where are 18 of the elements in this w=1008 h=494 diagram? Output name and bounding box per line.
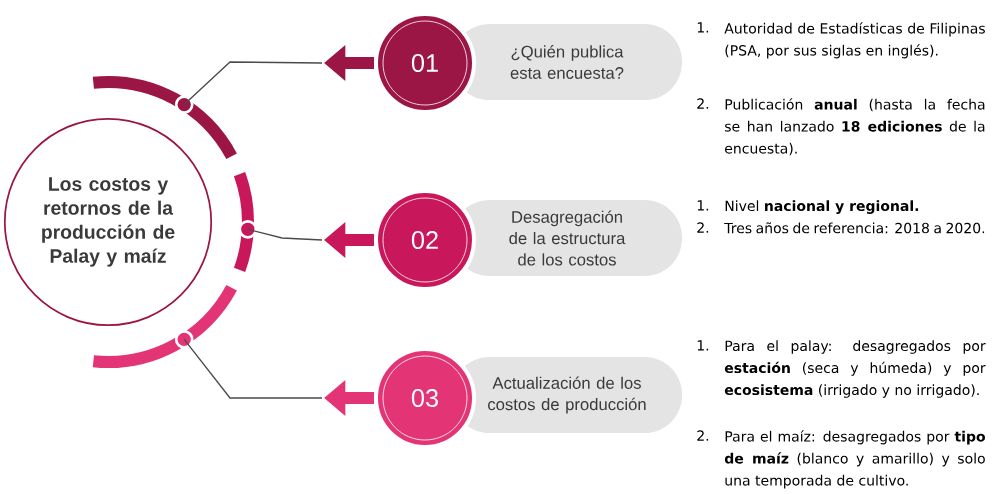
pill-box: Actualización de los costos de producción xyxy=(452,357,682,433)
pill-box: ¿Quién publica esta encuesta? xyxy=(452,24,682,100)
list-number: 1. xyxy=(697,22,709,33)
list-number: 2. xyxy=(697,430,709,441)
connector-line xyxy=(183,61,323,106)
list-item: Nivel nacional y regional. xyxy=(725,200,919,214)
list-number: 1. xyxy=(697,200,709,211)
list-number: 2. xyxy=(697,222,709,233)
list-number: 2. xyxy=(697,98,709,109)
list-item: Publicación anual (hasta la fecha se han lanzado 18 ediciones de la encuesta). xyxy=(725,98,985,156)
connector-line xyxy=(247,228,323,241)
connector-line xyxy=(183,338,323,399)
list-item: Para el palay: desagregados por estación (seca y húmeda) y por ecosistema (irrigado y no irrigado). xyxy=(724,340,986,398)
list-item: Para el maíz: desagregados por tipo de maíz (blanco y amarillo) y solo una temporada de cultivo. xyxy=(724,430,985,489)
list-item: Tres años de referencia: 2018 a 2020. xyxy=(724,222,985,234)
list-number: 1. xyxy=(697,340,709,351)
list-item: Autoridad de Estadísticas de Filipinas (PSA, por sus siglas en inglés). xyxy=(724,22,985,59)
pill-box: Desagregación de la estructura de los costos xyxy=(452,200,682,276)
